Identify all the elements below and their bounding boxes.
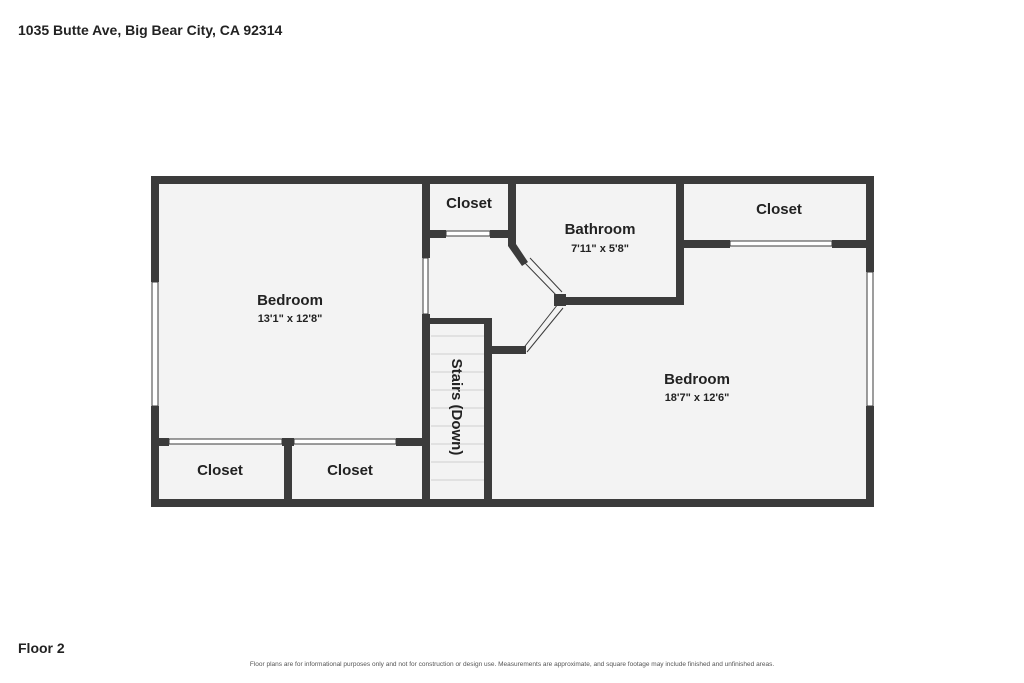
stairs-treads bbox=[431, 335, 484, 481]
room-name-closet-bottom-left: Closet bbox=[197, 462, 243, 479]
room-name-bathroom: Bathroom bbox=[565, 221, 636, 238]
windows bbox=[151, 230, 874, 445]
room-name-bedroom-left: Bedroom bbox=[257, 292, 323, 309]
room-name-bedroom-right: Bedroom bbox=[664, 371, 730, 388]
property-address: 1035 Butte Ave, Big Bear City, CA 92314 bbox=[18, 22, 283, 38]
room-name-closet-top-right: Closet bbox=[756, 201, 802, 218]
room-name-stairs: Stairs (Down) bbox=[448, 359, 465, 456]
room-name-closet-bottom-mid: Closet bbox=[327, 462, 373, 479]
room-dims-bathroom: 7'11" x 5'8" bbox=[571, 243, 629, 255]
room-name-closet-top-small: Closet bbox=[446, 195, 492, 212]
room-dims-bedroom-left: 13'1" x 12'8" bbox=[258, 313, 323, 325]
room-dims-bedroom-right: 18'7" x 12'6" bbox=[665, 392, 730, 404]
disclaimer-text: Floor plans are for informational purpos… bbox=[249, 661, 775, 668]
floor-label: Floor 2 bbox=[18, 640, 65, 656]
walls bbox=[151, 176, 874, 507]
angled-doors bbox=[521, 257, 564, 353]
